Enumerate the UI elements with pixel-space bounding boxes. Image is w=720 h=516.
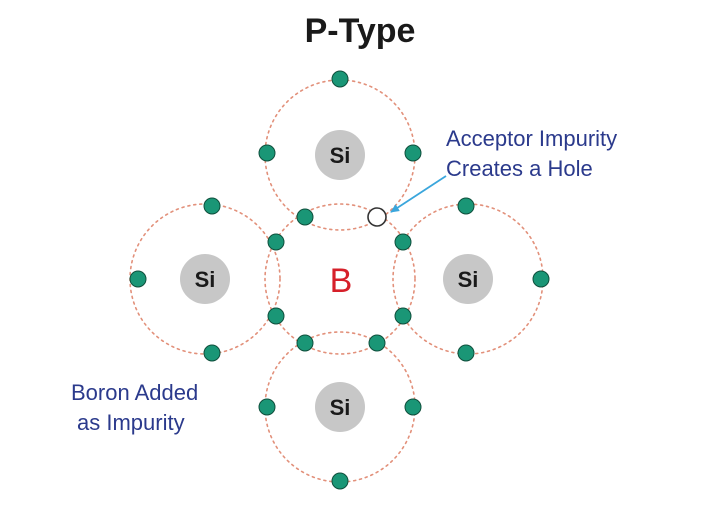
- electrons: [129, 70, 550, 490]
- boron-annotation-line2: as Impurity: [77, 410, 185, 435]
- diagram-title: P-Type: [305, 12, 416, 50]
- electron-dot-icon: [457, 197, 475, 215]
- hole-circle-icon: [367, 207, 387, 227]
- silicon-label: Si: [330, 143, 351, 168]
- silicon-label: Si: [458, 267, 479, 292]
- electron-dot-icon: [267, 307, 285, 325]
- silicon-label: Si: [195, 267, 216, 292]
- electron-dot-icon: [267, 233, 285, 251]
- silicon-atom-top: Si: [315, 130, 365, 180]
- electron-dot-icon: [203, 344, 221, 362]
- electron-dot-icon: [404, 398, 422, 416]
- electron-dot-icon: [368, 334, 386, 352]
- electron-dot-icon: [203, 197, 221, 215]
- electron-dot-icon: [331, 472, 349, 490]
- electron-dot-icon: [404, 144, 422, 162]
- orbit-boron: [264, 203, 416, 355]
- electron-dot-icon: [457, 344, 475, 362]
- boron-annotation-line1: Boron Added: [71, 380, 198, 405]
- silicon-atoms: Si Si Si Si: [180, 130, 493, 432]
- pointer-arrow-icon: [390, 175, 447, 213]
- acceptor-annotation-line1: Acceptor Impurity: [446, 126, 617, 151]
- silicon-atom-right: Si: [443, 254, 493, 304]
- silicon-nucleus: [315, 382, 365, 432]
- silicon-label: Si: [330, 395, 351, 420]
- electron-dot-icon: [394, 233, 412, 251]
- silicon-nucleus: [180, 254, 230, 304]
- silicon-atom-bottom: Si: [315, 382, 365, 432]
- electron-dot-icon: [532, 270, 550, 288]
- electron-dot-icon: [331, 70, 349, 88]
- electron-dot-icon: [258, 398, 276, 416]
- acceptor-annotation-line2: Creates a Hole: [446, 156, 593, 181]
- electron-dot-icon: [394, 307, 412, 325]
- silicon-atom-left: Si: [180, 254, 230, 304]
- silicon-nucleus: [315, 130, 365, 180]
- electron-dot-icon: [129, 270, 147, 288]
- boron-atom-label: B: [330, 262, 353, 300]
- silicon-nucleus: [443, 254, 493, 304]
- electron-dot-icon: [296, 208, 314, 226]
- electron-dot-icon: [258, 144, 276, 162]
- electron-dot-icon: [296, 334, 314, 352]
